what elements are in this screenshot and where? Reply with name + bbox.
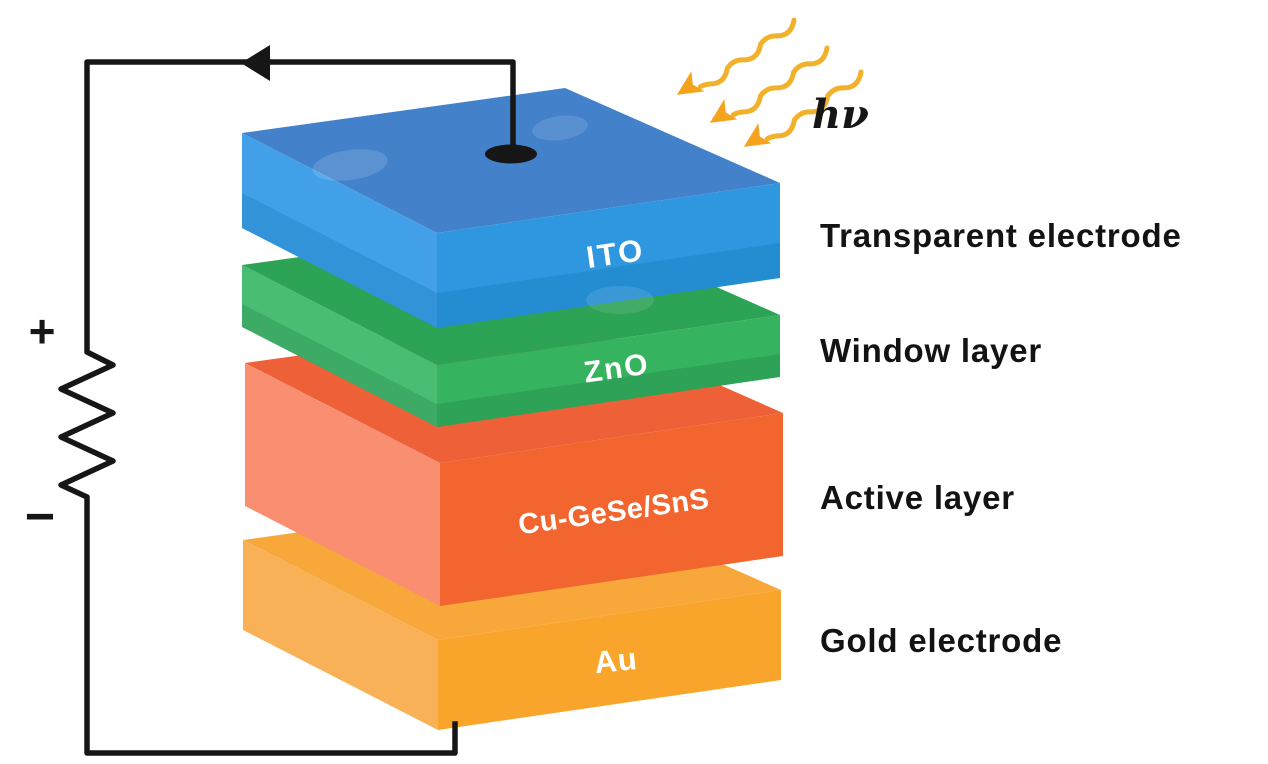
annotation-gold-electrode: Gold electrode [820,622,1062,659]
top-contact-dot [485,144,537,164]
ito-material-label: ITO [584,232,647,275]
zno-front-face [437,315,780,427]
external-circuit: + − [25,45,537,756]
photon-arrow-2 [709,45,830,123]
ito-sheen-2 [532,115,588,141]
plus-sign: + [29,305,56,357]
layer-stack: Au Cu-GeSe/SnS ZnO ITO [242,88,783,730]
photon-wave-2 [730,45,830,118]
hv-label: hν [812,91,869,138]
active-left-face [245,363,440,606]
ito-shade-front [437,243,780,328]
active-front-face [440,413,783,606]
photon-head-1 [676,71,705,95]
zno-shade-left [242,304,437,427]
zno-left-face [242,265,437,427]
photon-head-2 [709,99,738,123]
annotation-window-layer: Window layer [820,332,1042,369]
layer-annotations: Transparent electrode Window layer Activ… [820,217,1182,659]
annotation-active-layer: Active layer [820,479,1015,516]
annotation-transparent-electrode: Transparent electrode [820,217,1182,254]
ito-front-face [437,183,780,328]
photon-arrow-1 [676,17,797,95]
photon-head-3 [743,123,772,147]
photon-wave-1 [697,17,797,90]
zno-shade-front [437,354,780,427]
ito-sheen-1 [312,149,388,181]
ito-shade-left [242,193,437,328]
au-material-label: Au [593,641,640,680]
layer-active: Cu-GeSe/SnS [245,318,783,606]
photon-arrow-3 [743,69,864,147]
ito-left-face [242,133,437,328]
photon-wave-3 [764,69,864,142]
au-front-face [438,590,781,730]
current-arrow [241,45,270,81]
au-left-face [243,540,438,730]
minus-sign: − [25,488,55,546]
circuit-wire [58,59,516,756]
ito-sheen-3 [586,286,654,314]
photon-arrows: hν [676,17,869,147]
